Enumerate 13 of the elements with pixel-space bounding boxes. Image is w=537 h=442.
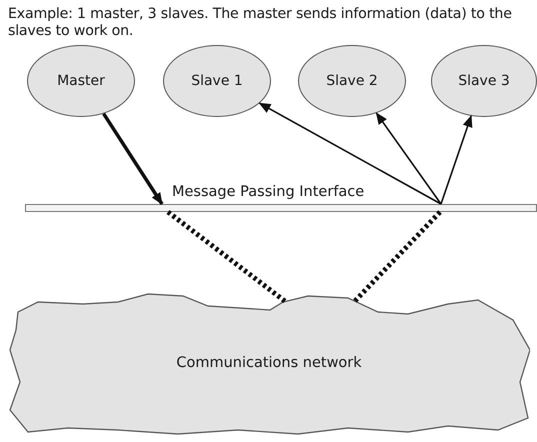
node-label: Slave 1	[191, 73, 243, 89]
node-label: Slave 3	[458, 73, 510, 89]
arrow	[440, 114, 472, 204]
arrow	[258, 102, 442, 205]
dashed-link	[352, 210, 442, 304]
bar-label: Message Passing Interface	[172, 184, 364, 200]
node-label: Master	[57, 73, 105, 89]
dashed-link	[166, 210, 288, 304]
arrow	[376, 112, 442, 204]
title: Example: 1 master, 3 slaves. The master sends information (data) to the slaves to work on.	[8, 6, 513, 40]
arrow	[102, 112, 164, 205]
cloud-label: Communications network	[176, 355, 362, 371]
node-label: Slave 2	[326, 73, 378, 89]
